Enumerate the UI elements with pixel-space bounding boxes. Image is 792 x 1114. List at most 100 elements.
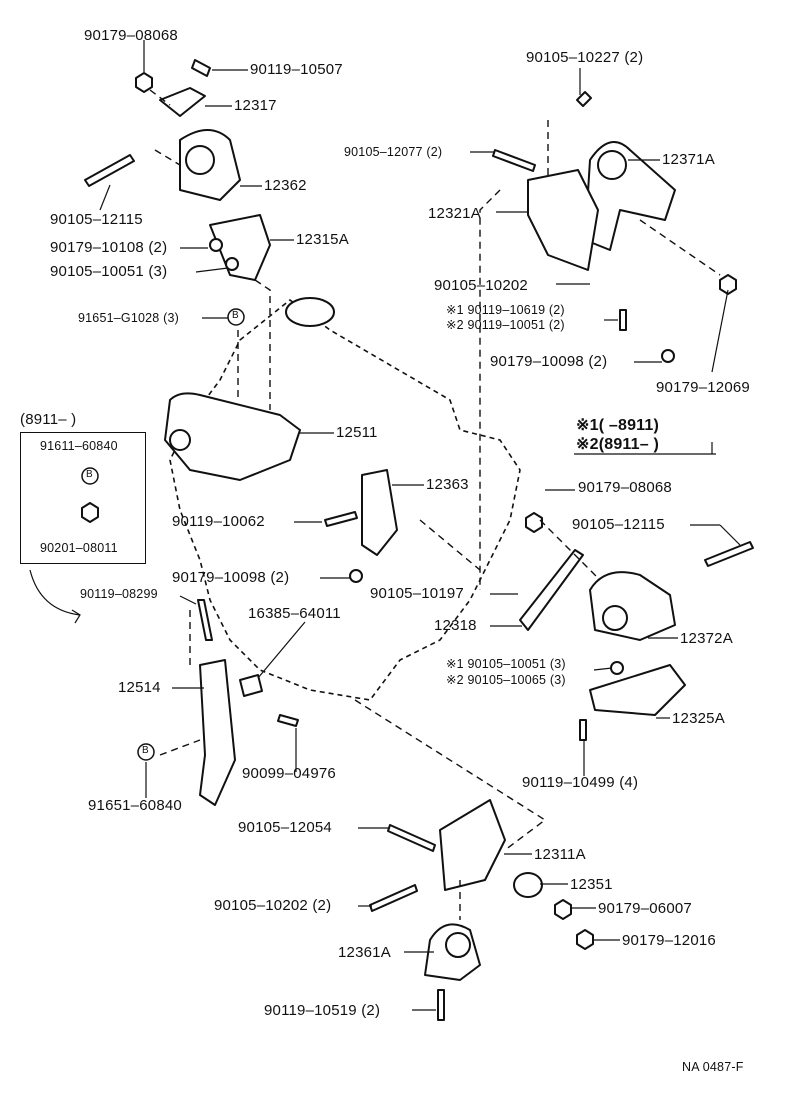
- label-p21: 90119–10062: [172, 513, 265, 530]
- callout-b-bottom-label: B: [142, 745, 149, 756]
- note-1: ※1( –8911): [576, 417, 660, 434]
- label-p7: 12315A: [296, 231, 349, 248]
- label-p3: 12317: [234, 97, 277, 114]
- label-p29: 16385–64011: [248, 605, 341, 622]
- inset-arrow: [29, 569, 81, 616]
- mount-12372A: [589, 571, 676, 641]
- label-p27: 12372A: [680, 630, 733, 647]
- bushing-16385-64011: [239, 674, 263, 697]
- label-p14: 90105–10202: [434, 277, 528, 294]
- inset-washer: [81, 502, 99, 523]
- starter-12511: [164, 392, 301, 481]
- label-p22: 90179–10098 (2): [172, 569, 290, 586]
- label-p23: 90179–08068: [578, 479, 672, 496]
- nut-90179-12016: [576, 929, 594, 950]
- nut-90179-08068-right: [525, 512, 543, 533]
- bolt-90105-12077: [492, 149, 536, 172]
- label-p39: 90105–10202 (2): [214, 897, 332, 914]
- label-p42: 90179–12016: [622, 932, 716, 949]
- callout-b-top-label: B: [232, 310, 239, 321]
- leader-lines: [99, 40, 741, 1011]
- mount-12361A-bushing: [445, 932, 471, 958]
- bolt-90119-08299: [197, 599, 213, 641]
- label-p2: 90119–10507: [250, 61, 343, 78]
- nut-90179-06007: [554, 899, 572, 920]
- inset-b-symbol: B: [86, 469, 93, 480]
- label-p5: 90105–12115: [50, 211, 143, 228]
- engine-outline: [169, 298, 521, 701]
- callout-b-bottom: [137, 743, 155, 761]
- label-p13: 12321A: [428, 205, 481, 222]
- label-p35: 90119–10499 (4): [522, 774, 639, 791]
- label-p20: 12363: [426, 476, 469, 493]
- mount-12371A-bushing: [597, 150, 627, 180]
- mount-12362-bushing: [185, 145, 215, 175]
- label-p8: 90105–10051 (3): [50, 263, 168, 280]
- label-p41: 90179–06007: [598, 900, 692, 917]
- callout-b-top: [227, 308, 245, 326]
- label-p17: 90179–10098 (2): [490, 353, 608, 370]
- bolt-90119-10619: [619, 309, 627, 331]
- starter-end: [169, 429, 191, 451]
- figure-code: NA 0487-F: [682, 1060, 744, 1074]
- mount-12372A-bushing: [602, 605, 628, 631]
- label-p1: 90179–08068: [84, 27, 178, 44]
- label-p26: 12318: [434, 617, 477, 634]
- bracket-12325A: [589, 664, 686, 716]
- bracket-12311A: [439, 799, 506, 891]
- bolt-90105-10051-right: [610, 661, 624, 675]
- bolt-90119-10519: [437, 989, 445, 1021]
- bolt-90105-10051: [225, 257, 239, 271]
- inset-washer-label: 90201–08011: [40, 541, 118, 555]
- bolt-90179-10108: [209, 238, 223, 252]
- label-p38: 12311A: [534, 846, 586, 863]
- bolt-90119-10499: [579, 719, 587, 741]
- inset-part-b: 91611–60840: [40, 439, 118, 453]
- bolt-90105-12115-right: [704, 541, 754, 567]
- label-p33: 12325A: [672, 710, 725, 727]
- label-p9: 91651–G1028 (3): [78, 311, 179, 325]
- bracket-12514: [199, 659, 236, 806]
- bolt-90105-10202-bottom: [369, 884, 418, 912]
- label-p24: 90105–12115: [572, 516, 665, 533]
- bolt-90105-10227: [576, 91, 592, 107]
- bolt-90099-04976: [277, 714, 299, 727]
- label-p16: ※2 90119–10051 (2): [446, 318, 565, 332]
- label-p4: 12362: [264, 177, 307, 194]
- bracket-12318: [519, 549, 584, 631]
- bracket-12363: [361, 469, 398, 556]
- bracket-12317: [159, 87, 206, 117]
- label-p12: 12371A: [662, 151, 715, 168]
- label-p28: 90119–08299: [80, 587, 158, 601]
- nut-90179-10098: [661, 349, 675, 363]
- label-p19: 12511: [336, 424, 378, 441]
- label-p10: 90105–10227 (2): [526, 49, 644, 66]
- nut-90179-12069: [719, 274, 737, 295]
- bracket-12321A: [527, 169, 599, 271]
- bolt-90105-12054: [387, 824, 436, 852]
- inset-date-range: (8911– ): [20, 411, 77, 428]
- label-p37: 90105–12054: [238, 819, 332, 836]
- label-p34: 90099–04976: [242, 765, 336, 782]
- label-p31: ※1 90105–10051 (3): [446, 657, 566, 671]
- inset-box: [20, 432, 146, 564]
- label-p40: 12351: [570, 876, 613, 893]
- note-2: ※2(8911– ): [576, 436, 660, 453]
- label-p44: 90119–10519 (2): [264, 1002, 381, 1019]
- bushing-12351: [513, 872, 543, 898]
- label-p36: 91651–60840: [88, 797, 182, 814]
- nut-90179-10098-mid: [349, 569, 363, 583]
- label-p43: 12361A: [338, 944, 391, 961]
- engine-filler-cap: [285, 297, 335, 327]
- label-p15: ※1 90119–10619 (2): [446, 303, 565, 317]
- label-p6: 90179–10108 (2): [50, 239, 168, 256]
- bolt-90119-10062: [324, 511, 358, 527]
- label-p25: 90105–10197: [370, 585, 464, 602]
- label-p30: 12514: [118, 679, 161, 696]
- label-p18: 90179–12069: [656, 379, 750, 396]
- callout-b-inset: [81, 467, 99, 485]
- bolt-90105-12115: [84, 154, 135, 187]
- label-p32: ※2 90105–10065 (3): [446, 673, 566, 687]
